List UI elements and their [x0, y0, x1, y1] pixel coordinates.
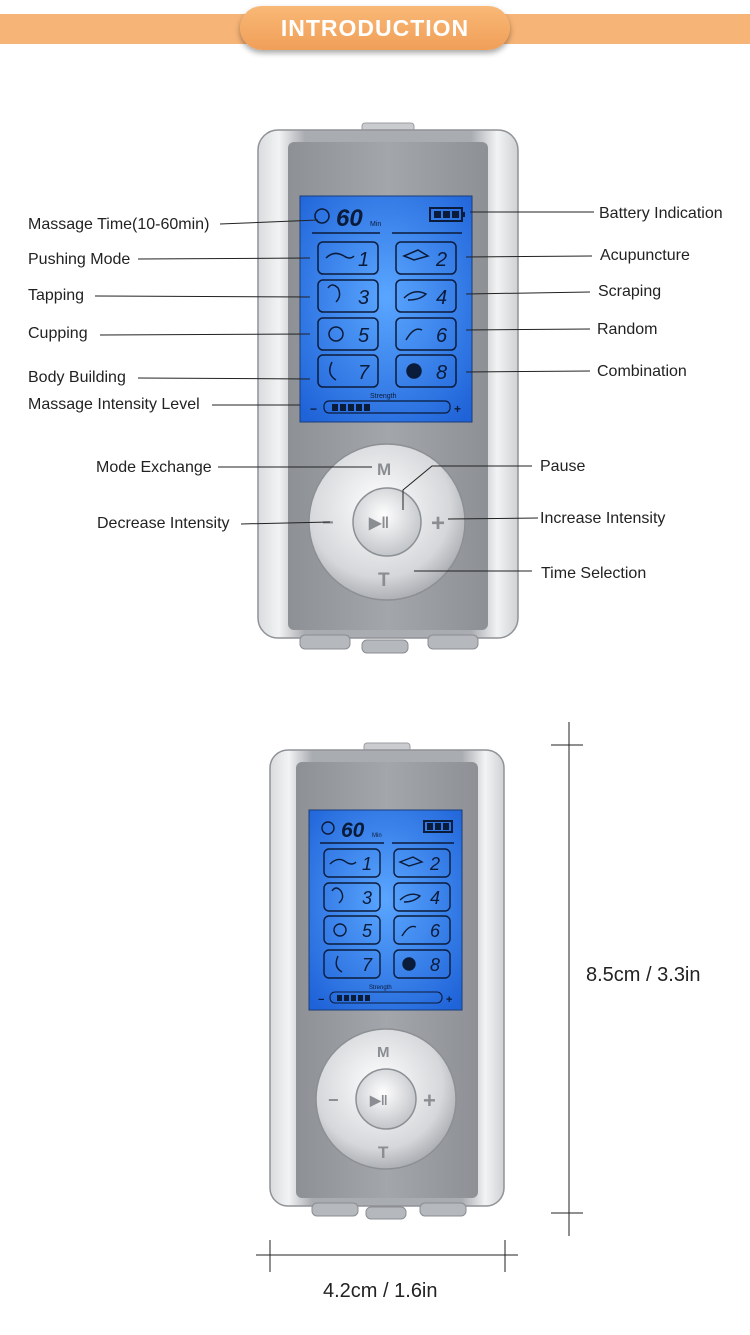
lcd2-minus: −: [318, 994, 324, 1006]
mode2-8: 8: [430, 955, 440, 975]
mode-4: 4: [436, 287, 447, 309]
label-random: Random: [597, 321, 658, 338]
increase-button-2: +: [423, 1088, 436, 1113]
mode2-2: 2: [429, 854, 440, 874]
label-pause: Pause: [540, 458, 586, 475]
label-massage-time: Massage Time(10-60min): [28, 216, 210, 233]
mode2-1: 1: [362, 854, 372, 874]
label-cupping: Cupping: [28, 325, 88, 342]
mode-5: 5: [358, 325, 370, 347]
lcd-strength-label: Strength: [370, 393, 397, 400]
lcd-timer-value: 60: [336, 205, 363, 232]
label-mode-exchange: Mode Exchange: [96, 459, 212, 476]
label-acupuncture: Acupuncture: [600, 247, 690, 264]
lcd-timer-unit: Min: [370, 221, 381, 228]
mode-button: M: [377, 460, 391, 479]
label-decrease-intensity: Decrease Intensity: [97, 515, 230, 532]
label-intensity-level: Massage Intensity Level: [28, 396, 200, 413]
lcd2-plus: +: [446, 994, 452, 1006]
lcd2-timer-unit: Min: [372, 833, 382, 839]
height-dimension: 8.5cm / 3.3in: [586, 964, 701, 986]
mode2-6: 6: [430, 921, 441, 941]
mode2-3: 3: [362, 888, 372, 908]
label-scraping: Scraping: [598, 283, 662, 300]
time-button-2: T: [378, 1143, 389, 1162]
mode-7: 7: [358, 362, 370, 384]
mode-8: 8: [436, 362, 447, 384]
mode2-5: 5: [362, 921, 373, 941]
label-pushing-mode: Pushing Mode: [28, 251, 131, 268]
mode-3: 3: [358, 287, 369, 309]
mode2-4: 4: [430, 888, 440, 908]
lcd-plus: +: [454, 402, 461, 416]
mode-2: 2: [435, 249, 447, 271]
lcd2-timer-value: 60: [341, 819, 365, 842]
pause-button-2: ▶‖: [369, 1092, 388, 1108]
mode2-7: 7: [362, 955, 373, 975]
increase-button: +: [431, 510, 445, 537]
time-button: T: [378, 570, 390, 591]
mode-6: 6: [436, 325, 448, 347]
device-front-annotated: 60 Min 1 2 3 4 5 6 7 8: [94, 122, 594, 654]
width-dimension: 4.2cm / 1.6in: [323, 1280, 438, 1302]
mode-button-2: M: [377, 1044, 390, 1061]
label-body-building: Body Building: [28, 369, 126, 386]
label-battery-indication: Battery Indication: [599, 205, 723, 222]
decrease-button-2: −: [328, 1090, 339, 1110]
lcd-minus: −: [310, 402, 317, 416]
label-tapping: Tapping: [28, 287, 85, 304]
pause-button: ▶‖: [368, 515, 389, 532]
label-time-selection: Time Selection: [541, 565, 647, 582]
mode-1: 1: [358, 249, 369, 271]
decrease-button: −: [322, 512, 334, 534]
lcd2-strength-label: Strength: [369, 985, 392, 991]
label-increase-intensity: Increase Intensity: [540, 510, 666, 527]
device-front-dimensions: 60 Min 1 2 3 4 5 6 7 8: [256, 722, 583, 1272]
page-title: INTRODUCTION: [240, 6, 510, 50]
label-combination: Combination: [597, 363, 687, 380]
